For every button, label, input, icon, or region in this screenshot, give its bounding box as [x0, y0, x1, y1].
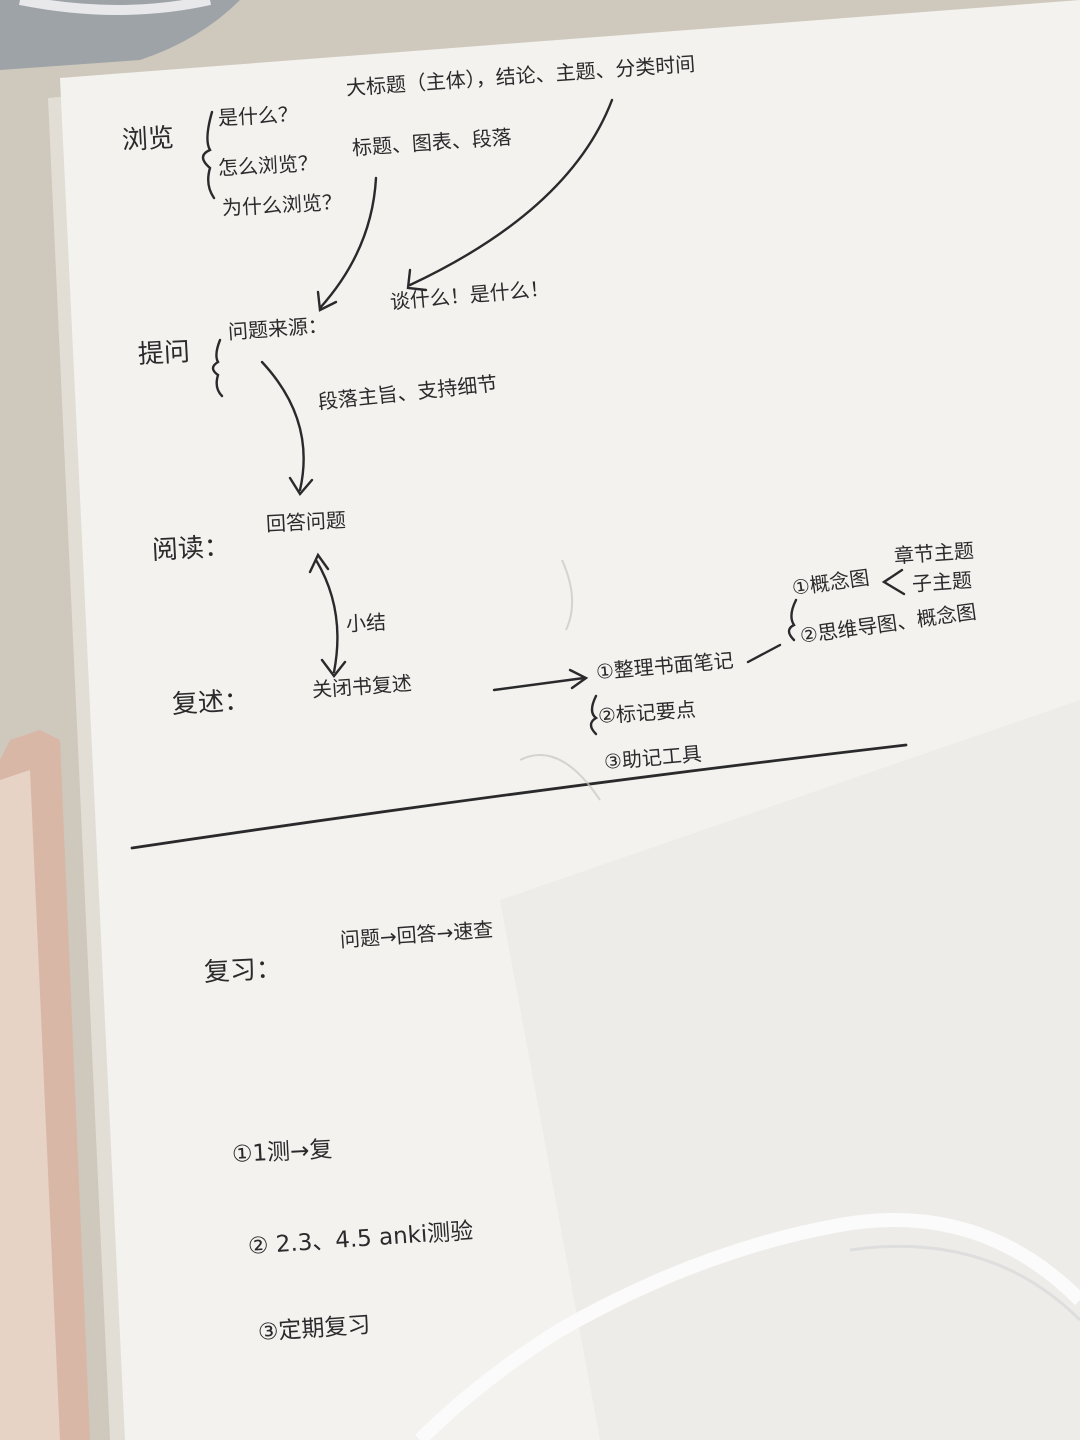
brace-question	[211, 338, 224, 398]
recite-content: 关闭书复述	[311, 671, 413, 702]
browse-what: 是什么？	[217, 101, 299, 130]
review-label: 复习：	[203, 953, 283, 988]
brace-browse	[201, 110, 216, 200]
white-cable	[415, 1213, 1080, 1440]
question-source: 问题来源：	[227, 313, 329, 344]
read-label: 阅读：	[151, 531, 231, 566]
chevron-subtopics	[881, 568, 906, 596]
read-summary: 小结	[345, 609, 387, 636]
read-answer: 回答问题	[265, 507, 347, 536]
review-item: ①1测→复	[231, 1136, 334, 1168]
recite-label: 复述：	[171, 685, 251, 720]
arrow-question-to-read	[260, 360, 314, 497]
brace-list	[589, 694, 599, 736]
browse-why: 为什么浏览？	[221, 189, 343, 220]
browse-label: 浏览	[121, 123, 175, 156]
arrow-read-to-recite	[308, 552, 347, 678]
brace-mindmap	[787, 598, 798, 642]
arrow-recite-to-list	[492, 668, 589, 692]
line-to-mindmap	[746, 643, 782, 664]
section-divider	[130, 743, 908, 850]
recite-sub-theme: 子主题	[911, 567, 973, 596]
recite-chapter-theme: 章节主题	[893, 538, 975, 568]
arrow-title-to-question	[316, 176, 378, 312]
browse-how: 怎么浏览？	[217, 150, 319, 180]
recite-list-item: ②标记要点	[597, 697, 697, 728]
question-label: 提问	[137, 337, 191, 370]
chair-arm	[0, 0, 240, 70]
arrow-top-right-to-question	[406, 98, 614, 292]
